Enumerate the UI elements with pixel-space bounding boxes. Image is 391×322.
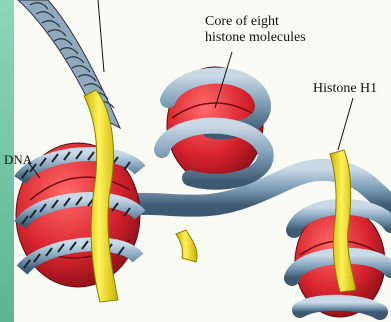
histone-h1-label: Histone H1 bbox=[313, 81, 377, 97]
dna-label: DNA bbox=[4, 152, 32, 168]
core-label-line2: histone molecules bbox=[205, 30, 306, 46]
core-label-line1: Core of eight bbox=[205, 14, 306, 30]
core-histone-label: Core of eight histone molecules bbox=[205, 14, 306, 46]
